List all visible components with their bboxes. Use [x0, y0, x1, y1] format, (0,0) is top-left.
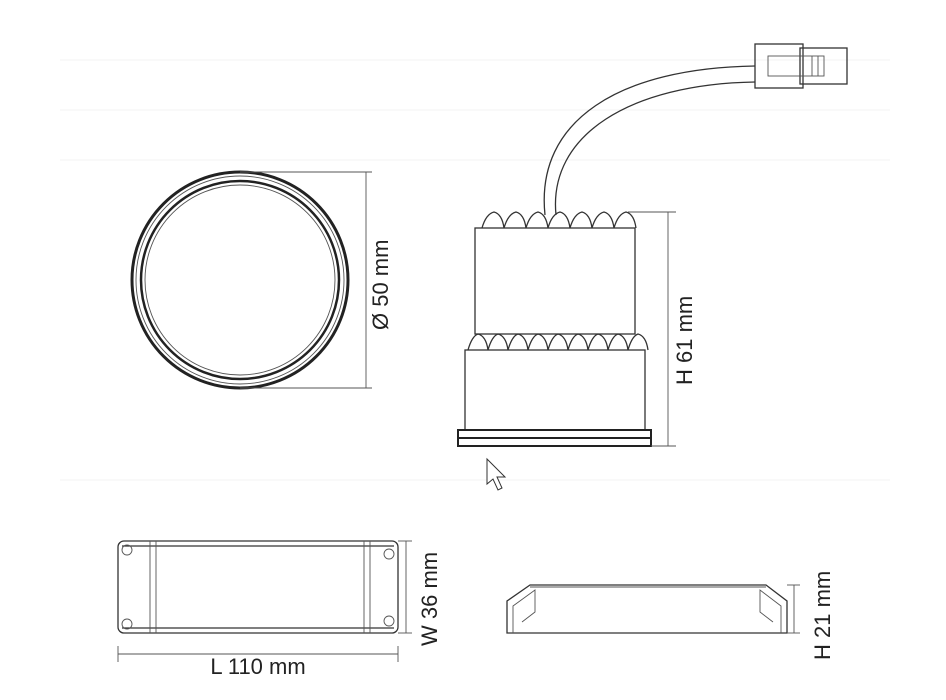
mouse-cursor-icon: [486, 457, 507, 491]
driver-height-label: H 21 mm: [810, 571, 835, 660]
driver-side-view: H 21 mm: [506, 571, 835, 660]
driver-top-view: W 36 mm L 110 mm: [117, 540, 442, 679]
driver-width-label: W 36 mm: [417, 552, 442, 646]
lamp-height-label: H 61 mm: [672, 296, 697, 385]
lamp-side-view: H 61 mm: [457, 43, 848, 447]
driver-length-label: L 110 mm: [210, 654, 305, 679]
diameter-label: Ø 50 mm: [368, 240, 393, 330]
lamp-front-view: Ø 50 mm: [130, 170, 393, 390]
background-lines: [60, 59, 890, 481]
connector: [754, 43, 848, 89]
